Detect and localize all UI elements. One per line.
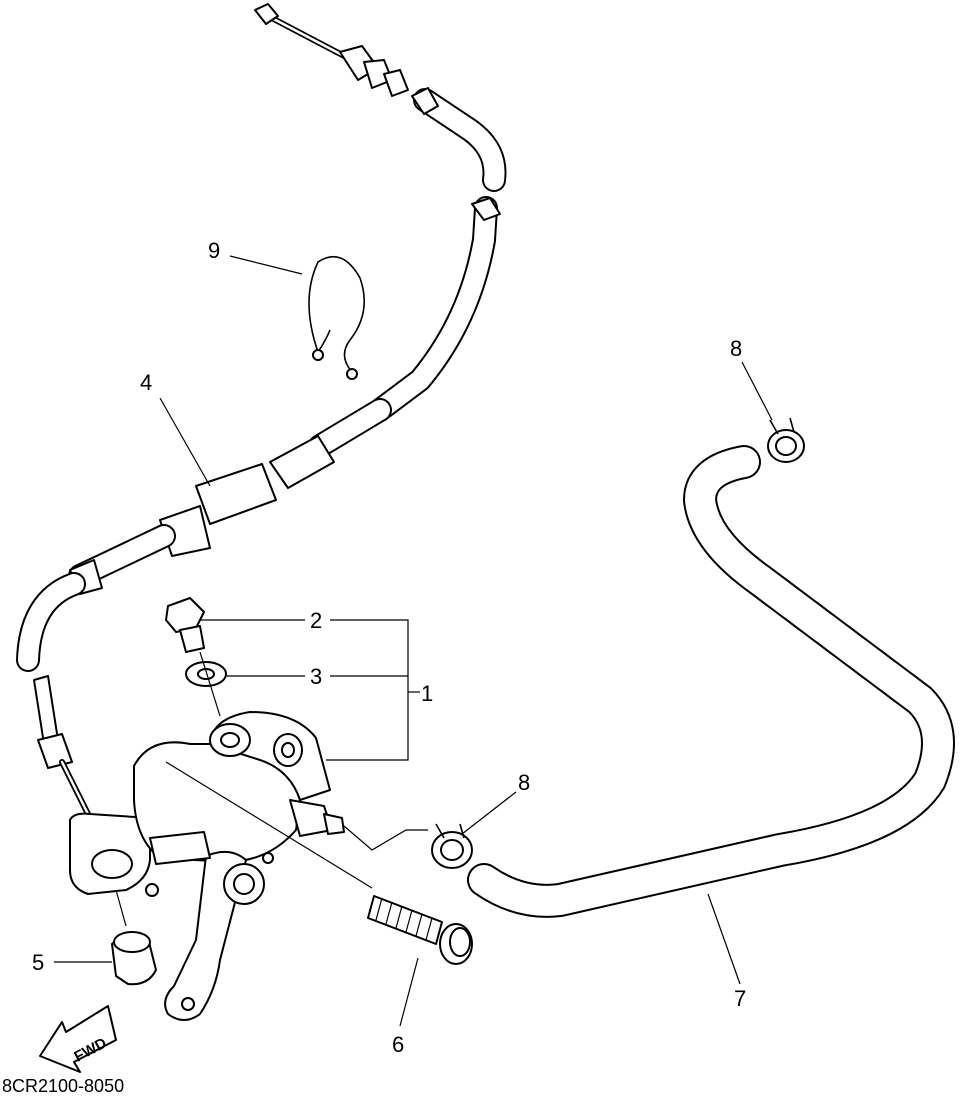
pump-body bbox=[133, 741, 301, 863]
callout-labels: 1 2 3 4 5 6 7 8 8 9 bbox=[32, 238, 746, 1057]
cable-main-sheath bbox=[16, 196, 501, 672]
callout-5: 5 bbox=[32, 950, 44, 975]
cable-holder-clip bbox=[308, 255, 366, 380]
gasket-washer bbox=[185, 661, 227, 687]
leader-lines bbox=[54, 255, 773, 1027]
pump-cable-assembly bbox=[16, 3, 507, 838]
callout-6: 6 bbox=[392, 1032, 404, 1057]
oil-pump-assembly bbox=[69, 711, 428, 1021]
callout-3: 3 bbox=[310, 664, 322, 689]
forward-direction-arrow: FWD bbox=[39, 1005, 117, 1073]
diagram-code: 8CR2100-8050 bbox=[2, 1076, 124, 1096]
callout-7: 7 bbox=[734, 986, 746, 1011]
collar-nut bbox=[111, 931, 157, 986]
cable-upper-sheath bbox=[411, 87, 507, 192]
callout-8-upper: 8 bbox=[730, 336, 742, 361]
hose-clip-upper bbox=[767, 417, 805, 463]
hose-clip-lower bbox=[431, 823, 473, 869]
union-bolt bbox=[165, 597, 205, 653]
callout-1: 1 bbox=[421, 681, 433, 706]
cable-upper-end bbox=[254, 3, 409, 97]
oil-hose bbox=[467, 445, 955, 918]
callout-8-lower: 8 bbox=[518, 770, 530, 795]
mounting-screw bbox=[367, 895, 473, 965]
cable-lower-end bbox=[33, 675, 104, 838]
callout-2: 2 bbox=[310, 608, 322, 633]
callout-4: 4 bbox=[140, 370, 152, 395]
callout-9: 9 bbox=[208, 238, 220, 263]
